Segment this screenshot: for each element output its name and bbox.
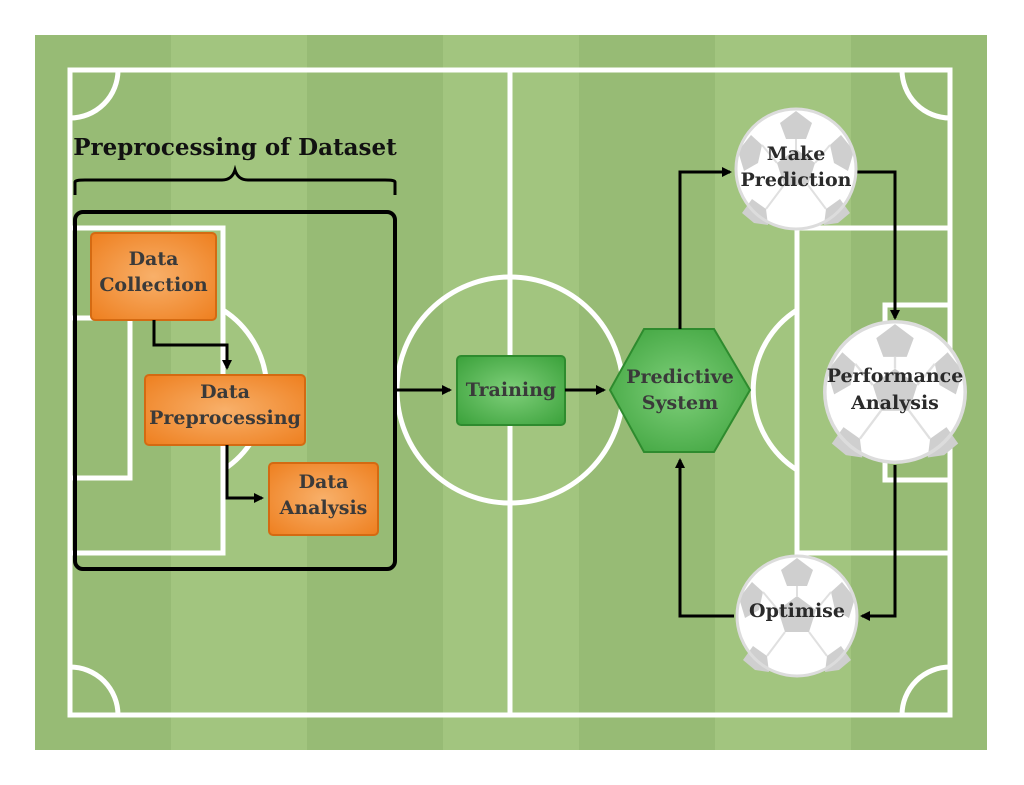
node-optimise: Optimise <box>735 554 859 678</box>
svg-text:Analysis: Analysis <box>850 392 939 414</box>
node-data-collection: Data Collection <box>90 232 217 321</box>
svg-text:Preprocessing: Preprocessing <box>149 407 301 429</box>
svg-text:Make: Make <box>767 143 826 165</box>
svg-text:Data: Data <box>129 248 179 270</box>
node-training: Training <box>456 355 566 426</box>
node-data-analysis: Data Analysis <box>268 462 379 536</box>
grouping-brace <box>73 164 397 195</box>
svg-text:Data: Data <box>200 381 250 403</box>
arrow-preprocessing-to-analysis <box>225 445 264 503</box>
svg-text:Optimise: Optimise <box>749 600 845 622</box>
arrow-predictive-to-make-prediction <box>678 167 732 329</box>
svg-text:Analysis: Analysis <box>279 497 368 519</box>
node-data-preprocessing: Data Preprocessing <box>144 374 306 446</box>
soccer-ball-icon <box>735 554 859 678</box>
node-make-prediction: Make Prediction <box>734 107 858 231</box>
node-performance-analysis: Performance Analysis <box>823 320 967 464</box>
soccer-ball-icon <box>823 320 967 464</box>
soccer-ball-icon <box>734 107 858 231</box>
diagram-title: Preprocessing of Dataset <box>73 134 397 161</box>
svg-text:Predictive: Predictive <box>626 366 734 388</box>
node-predictive-system: Predictive System <box>608 328 752 453</box>
svg-text:System: System <box>642 392 718 414</box>
arrow-optimise-to-predictive <box>675 458 734 618</box>
arrow-make-prediction-to-performance <box>857 170 900 320</box>
svg-text:Data: Data <box>299 471 349 493</box>
arrow-collection-to-preprocessing <box>152 320 232 370</box>
svg-text:Performance: Performance <box>827 365 964 387</box>
svg-text:Collection: Collection <box>99 274 208 296</box>
svg-text:Prediction: Prediction <box>741 169 852 191</box>
arrow-performance-to-optimise <box>860 465 897 621</box>
svg-text:Training: Training <box>466 379 556 401</box>
